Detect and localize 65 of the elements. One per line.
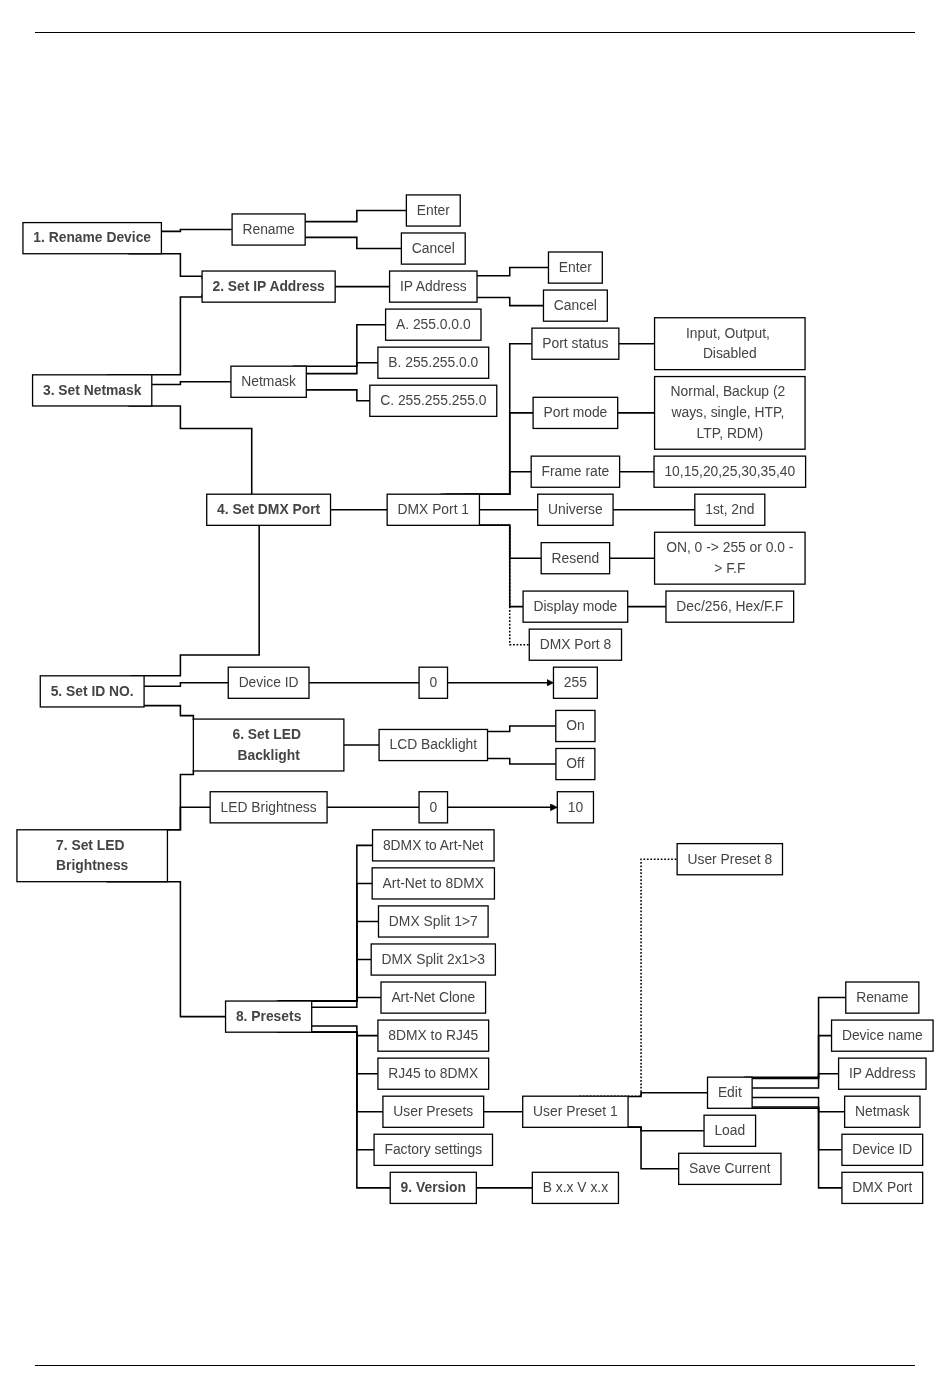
node-box: On <box>555 709 596 742</box>
node-box: Edit <box>706 1076 753 1109</box>
node-box: 2. Set IP Address <box>201 270 336 303</box>
node-box: Cancel <box>542 289 608 322</box>
node-box: 0 <box>418 790 449 824</box>
node-box: Resend <box>540 541 611 575</box>
node-box: Frame rate <box>530 455 621 488</box>
node-box: Device ID <box>841 1133 924 1166</box>
connector <box>627 1126 705 1132</box>
node-box: Netmask <box>230 365 307 398</box>
node-box: DMX Port 8 <box>528 628 623 661</box>
node-box: 6. Set LED Backlight <box>192 718 345 772</box>
node-box: RJ45 to 8DMX <box>377 1057 490 1090</box>
node-box: 5. Set ID NO. <box>39 675 145 708</box>
node-box: Port status <box>531 327 620 360</box>
node-box: A. 255.0.0.0 <box>384 308 482 341</box>
node-box: User Preset 8 <box>676 842 784 876</box>
node-box: 255 <box>552 666 598 699</box>
node-box: 8DMX to RJ45 <box>377 1019 490 1052</box>
node-box: 9. Version <box>389 1171 477 1204</box>
node-box: Device ID <box>227 666 310 699</box>
node-box: IP Address <box>388 270 478 303</box>
node-box: 1. Rename Device <box>22 221 163 255</box>
node-box: Art-Net Clone <box>380 981 487 1014</box>
node-box: LCD Backlight <box>378 728 489 762</box>
node-box: DMX Split 2x1>3 <box>370 943 497 976</box>
node-box: 10,15,20,25,30,35,40 <box>653 455 807 488</box>
node-box: Off <box>555 747 596 781</box>
node-box: ON, 0 -> 255 or 0.0 -> F.F <box>653 531 806 585</box>
node-box: 10 <box>556 790 595 824</box>
node-box: Device name <box>830 1019 934 1052</box>
node-box: DMX Port <box>841 1171 924 1204</box>
node-box: DMX Split 1>7 <box>377 905 489 938</box>
node-box: Factory settings <box>373 1133 494 1166</box>
node-box: Netmask <box>844 1095 921 1128</box>
node-box: Rename <box>845 981 920 1014</box>
node-box: C. 255.255.255.0 <box>369 384 498 417</box>
node-box: User Preset 1 <box>522 1095 629 1128</box>
node-box: Enter <box>547 251 603 284</box>
node-box: Enter <box>405 194 461 227</box>
node-box: 4. Set DMX Port <box>206 493 332 526</box>
node-box: Rename <box>231 213 306 246</box>
node-box: Dec/256, Hex/F.F <box>665 590 795 623</box>
connector <box>343 744 380 746</box>
node-box: B. 255.255.0.0 <box>377 346 490 379</box>
node-box: 0 <box>418 666 449 699</box>
node-box: 7. Set LED Brightness <box>16 828 169 883</box>
node-box: User Presets <box>382 1095 485 1128</box>
node-box: DMX Port 1 <box>386 493 481 526</box>
node-box: 1st, 2nd <box>694 493 766 526</box>
node-box: Port mode <box>532 396 619 429</box>
node-box: Normal, Backup (2 ways, single, HTP, LTP, RDM) <box>653 375 806 450</box>
node-box: 8. Presets <box>224 1000 313 1033</box>
node-box: LED Brightness <box>209 790 328 824</box>
node-box: Save Current <box>678 1152 782 1185</box>
node-box: Universe <box>537 493 614 526</box>
node-box: Input, Output, Disabled <box>653 316 806 371</box>
node-box: 8DMX to Art-Net <box>371 828 495 862</box>
node-box: Display mode <box>522 590 629 623</box>
node-box: Cancel <box>400 232 466 265</box>
node-box: B x.x V x.x <box>531 1171 620 1204</box>
node-box: IP Address <box>837 1057 927 1090</box>
node-box: Load <box>703 1114 757 1147</box>
node-box: 3. Set Netmask <box>31 374 153 407</box>
node-box: Art-Net to 8DMX <box>371 867 496 900</box>
